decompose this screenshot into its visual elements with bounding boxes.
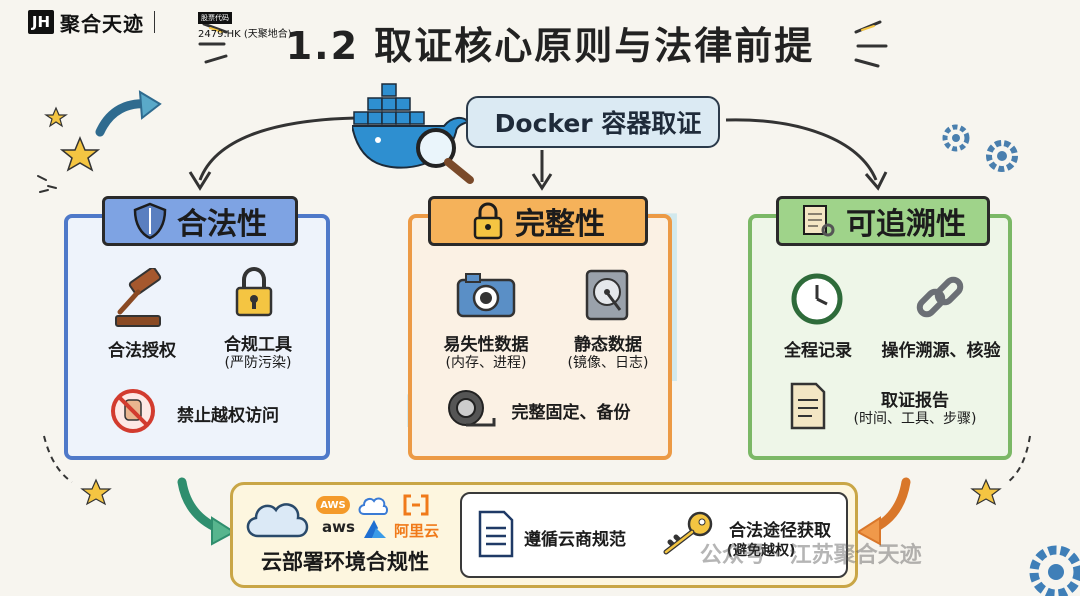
integrity-item-static-data-sub: (镜像、日志) xyxy=(567,355,649,371)
key-icon xyxy=(663,511,713,555)
aliyun-logo-icon xyxy=(403,494,429,516)
logo-mark: JH xyxy=(28,10,54,34)
trace-item-forensic-report: 取证报告 xyxy=(881,391,949,411)
star-bottom-left xyxy=(80,478,112,506)
star-left-1 xyxy=(59,136,101,172)
legal-item-compliant-tools-sub: (严防污染) xyxy=(224,355,292,371)
cloud-item-follow-vendor-rules: 遵循云商规范 xyxy=(524,530,626,550)
gavel-icon xyxy=(115,268,162,327)
file-icon xyxy=(478,510,514,558)
scroll-chain-icon xyxy=(803,205,835,237)
gear-icon-2 xyxy=(986,140,1018,172)
trace-item-forensic-report-sub: (时间、工具、步骤) xyxy=(853,411,977,427)
arrow-head-integrity xyxy=(531,173,553,191)
legal-item-compliant-tools: 合规工具 xyxy=(224,335,292,355)
card-legality xyxy=(64,214,330,460)
stock-label: 股票代码 xyxy=(198,12,232,24)
page-title: 1.2 取证核心原则与法律前提 xyxy=(285,24,815,68)
aliyun-text: 阿里云 xyxy=(394,522,440,540)
ribbon-integrity: 完整性 xyxy=(428,196,648,246)
docker-forensics-label: Docker 容器取证 xyxy=(466,96,720,148)
integrity-item-volatile-data: 易失性数据 xyxy=(443,335,529,355)
clock-icon xyxy=(791,273,843,325)
arrow-to-trace xyxy=(725,118,878,181)
padlock-icon xyxy=(235,266,273,317)
legal-item-authorization: 合法授权 xyxy=(108,341,176,361)
ribbon-integrity-title: 完整性 xyxy=(515,207,605,242)
no-entry-hand-icon xyxy=(111,389,155,433)
stock-value: 2479.HK (天聚地合) xyxy=(198,29,292,40)
logo-divider xyxy=(154,11,155,33)
document-icon xyxy=(790,382,826,430)
lock-icon xyxy=(473,202,503,240)
ribbon-traceability: 可追溯性 xyxy=(776,196,990,246)
docker-whale-icon xyxy=(352,83,474,184)
tape-icon xyxy=(448,390,496,427)
star-bottom-right xyxy=(970,478,1002,506)
cloud-icon xyxy=(246,503,309,538)
brand-logo: JH 聚合天迹 xyxy=(28,6,218,38)
hard-drive-icon xyxy=(585,269,629,321)
legal-item-no-unauthorized-access: 禁止越权访问 xyxy=(177,406,279,426)
integrity-item-volatile-data-sub: (内存、进程) xyxy=(445,355,527,371)
trace-item-full-record: 全程记录 xyxy=(784,341,852,361)
ribbon-traceability-title: 可追溯性 xyxy=(846,207,966,242)
star-left-2 xyxy=(44,106,68,128)
small-cloud-icon xyxy=(358,497,388,515)
integrity-item-fix-backup: 完整固定、备份 xyxy=(511,403,631,423)
arrow-head-trace xyxy=(864,171,888,191)
aws-text: aws xyxy=(322,518,355,536)
ribbon-legality-title: 合法性 xyxy=(177,207,267,242)
arrow-to-legal xyxy=(198,116,357,181)
wechat-watermark: 公众号 · 江苏聚合天迹 xyxy=(700,543,922,568)
gear-icon-3 xyxy=(1029,545,1080,596)
chain-link-icon xyxy=(916,276,964,318)
shield-icon xyxy=(133,202,167,240)
camera-icon xyxy=(456,273,516,318)
cloud-item-legal-channel: 合法途径获取 xyxy=(729,521,831,541)
cloud-item-legal-channel-sub: (避免越权) xyxy=(726,543,796,559)
stock-info: 股票代码 2479.HK (天聚地合) xyxy=(198,5,308,40)
brand-name: 聚合天迹 xyxy=(60,11,144,36)
aws-badge: AWS xyxy=(316,496,350,514)
gear-icon xyxy=(942,124,970,152)
arrow-head-legal xyxy=(188,171,212,191)
integrity-item-static-data: 静态数据 xyxy=(574,335,642,355)
azure-icon xyxy=(364,520,386,538)
cloud-rules-panel xyxy=(460,492,848,578)
ribbon-legality: 合法性 xyxy=(102,196,298,246)
trace-item-operation-trace: 操作溯源、核验 xyxy=(881,341,1001,361)
cloud-compliance-label: 云部署环境合规性 xyxy=(261,550,429,574)
